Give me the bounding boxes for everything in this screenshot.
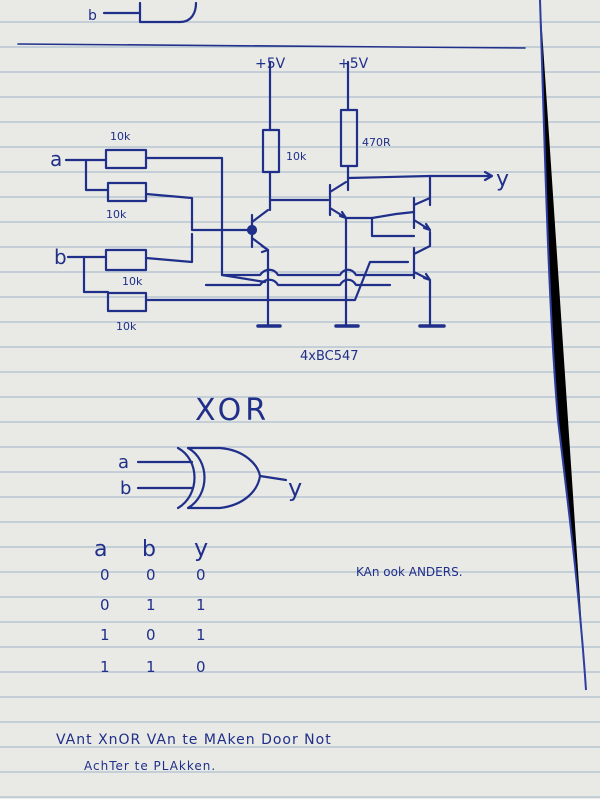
gate-output-label: y [288, 474, 302, 502]
margin-line [539, 0, 587, 691]
table-cell: 1 [146, 596, 156, 614]
resistor-r2 [339, 108, 359, 168]
transistor-q1 [238, 208, 270, 254]
resistor-a1-label: 10k [110, 130, 131, 143]
table-cell: 1 [196, 596, 206, 614]
table-cell: 1 [196, 626, 206, 644]
section-divider [17, 43, 526, 49]
resistor-r1-label: 10k [286, 150, 307, 163]
truth-table-header-a: a [94, 537, 107, 562]
resistor-b2-label: 10k [116, 320, 137, 333]
bottom-note-line-2: AchTer te PLAkken. [84, 759, 216, 773]
circuit-input-a-label: a [50, 147, 62, 171]
xor-gate-symbol [136, 446, 288, 510]
resistor-b2 [106, 291, 148, 313]
resistor-a2-label: 10k [106, 208, 127, 221]
gate-title: XOR [195, 393, 270, 428]
ruled-lines [0, 21, 600, 798]
resistor-b1-label: 10k [122, 275, 143, 288]
table-cell: 0 [146, 626, 156, 644]
circuit-output-label: y [496, 167, 509, 192]
truth-table-header-y: y [194, 534, 208, 562]
resistor-a2 [106, 181, 148, 203]
bottom-note-line-1: VAnt XnOR VAn te MAken Door Not [56, 732, 332, 748]
transistor-q4 [412, 230, 432, 327]
gate-input-a-label: a [118, 452, 129, 473]
table-cell: 0 [100, 566, 110, 584]
table-cell: 1 [100, 658, 110, 676]
truth-table-header-b: b [142, 537, 156, 562]
table-cell: 0 [196, 566, 206, 584]
parts-note: 4xBC547 [300, 349, 359, 364]
resistor-r2-label: 470R [362, 136, 391, 149]
circuit-input-b-label: b [54, 245, 67, 269]
transistor-q2 [268, 180, 348, 220]
table-cell: 0 [100, 596, 110, 614]
table-cell: 1 [146, 658, 156, 676]
resistor-r1 [261, 128, 281, 174]
table-cell: 1 [100, 626, 110, 644]
supply-2-label: +5V [338, 56, 369, 72]
resistor-b1 [104, 248, 148, 272]
transistor-circuit: a b 10k 10k 10k 10k +5V +5V 10k [50, 56, 509, 364]
top-fragment-label: b [88, 8, 97, 24]
top-fragment: b [88, 1, 198, 24]
resistor-a1 [104, 148, 148, 170]
table-cell: 0 [196, 658, 206, 676]
gate-input-b-label: b [120, 478, 131, 499]
table-cell: 0 [146, 566, 156, 584]
xor-gate-section: XOR a b y [118, 393, 302, 510]
truth-table: a b y 0 0 0 0 1 1 1 0 1 1 1 0 [94, 534, 208, 676]
side-note: KAn ook ANDERS. [356, 565, 463, 579]
